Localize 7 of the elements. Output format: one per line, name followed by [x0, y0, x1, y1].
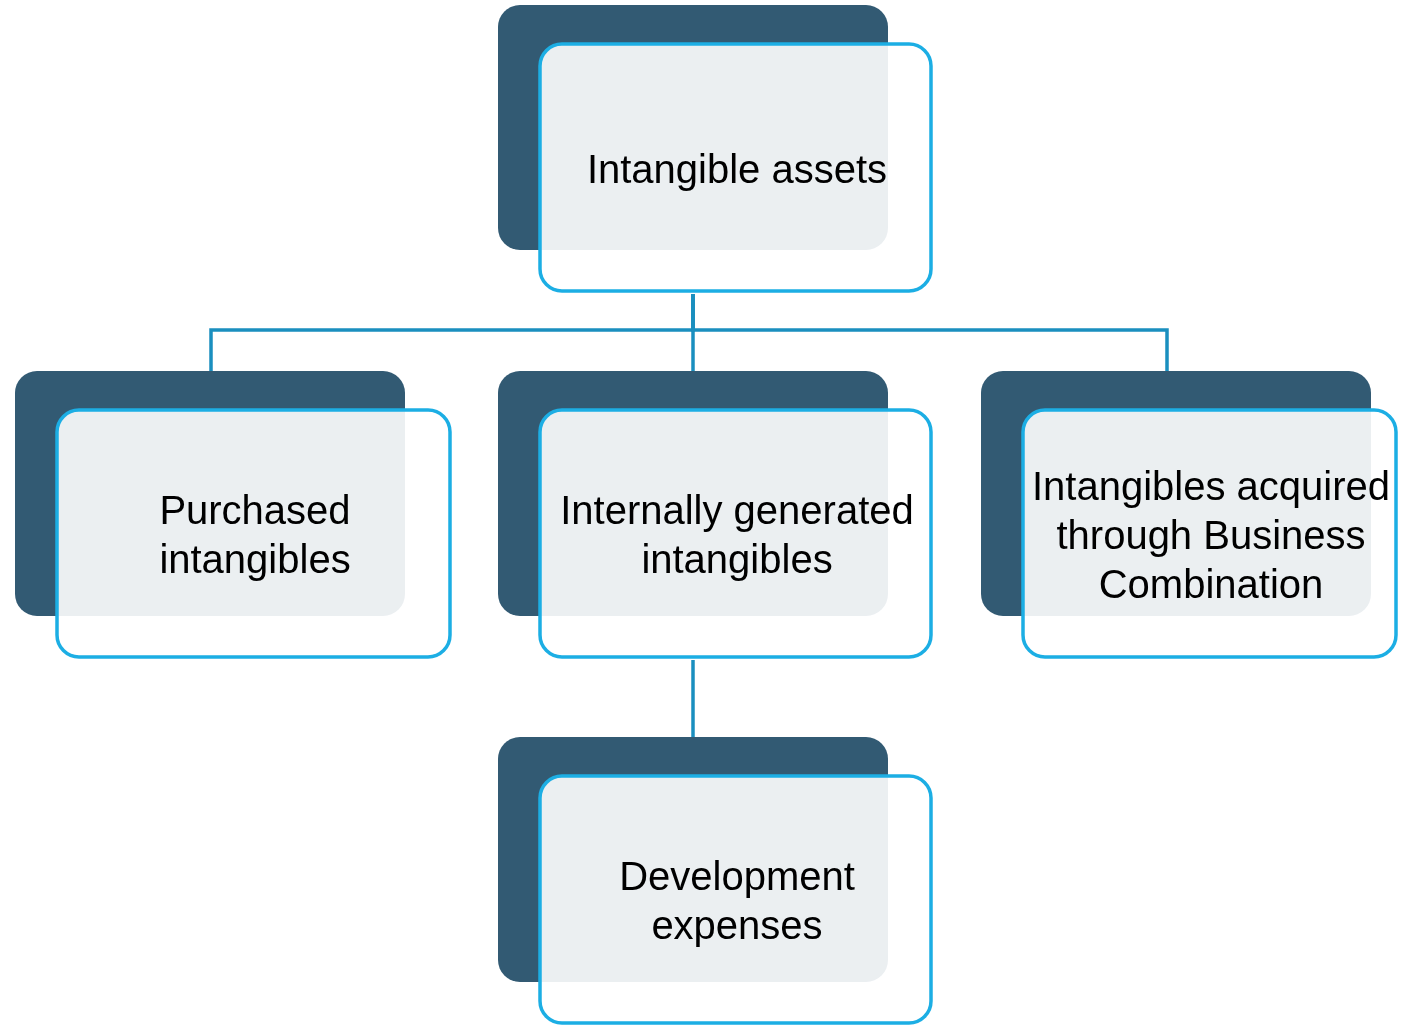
node-label: Intangible assets [586, 145, 888, 193]
node-label: Purchased intangibles [158, 487, 352, 583]
node-label: Intangibles acquired through Business Combination [1031, 462, 1391, 608]
node-label: Development expenses [618, 853, 856, 949]
connector-line [691, 294, 1169, 371]
node-label: Internally generated intangibles [559, 487, 915, 583]
connector-line [691, 660, 695, 737]
